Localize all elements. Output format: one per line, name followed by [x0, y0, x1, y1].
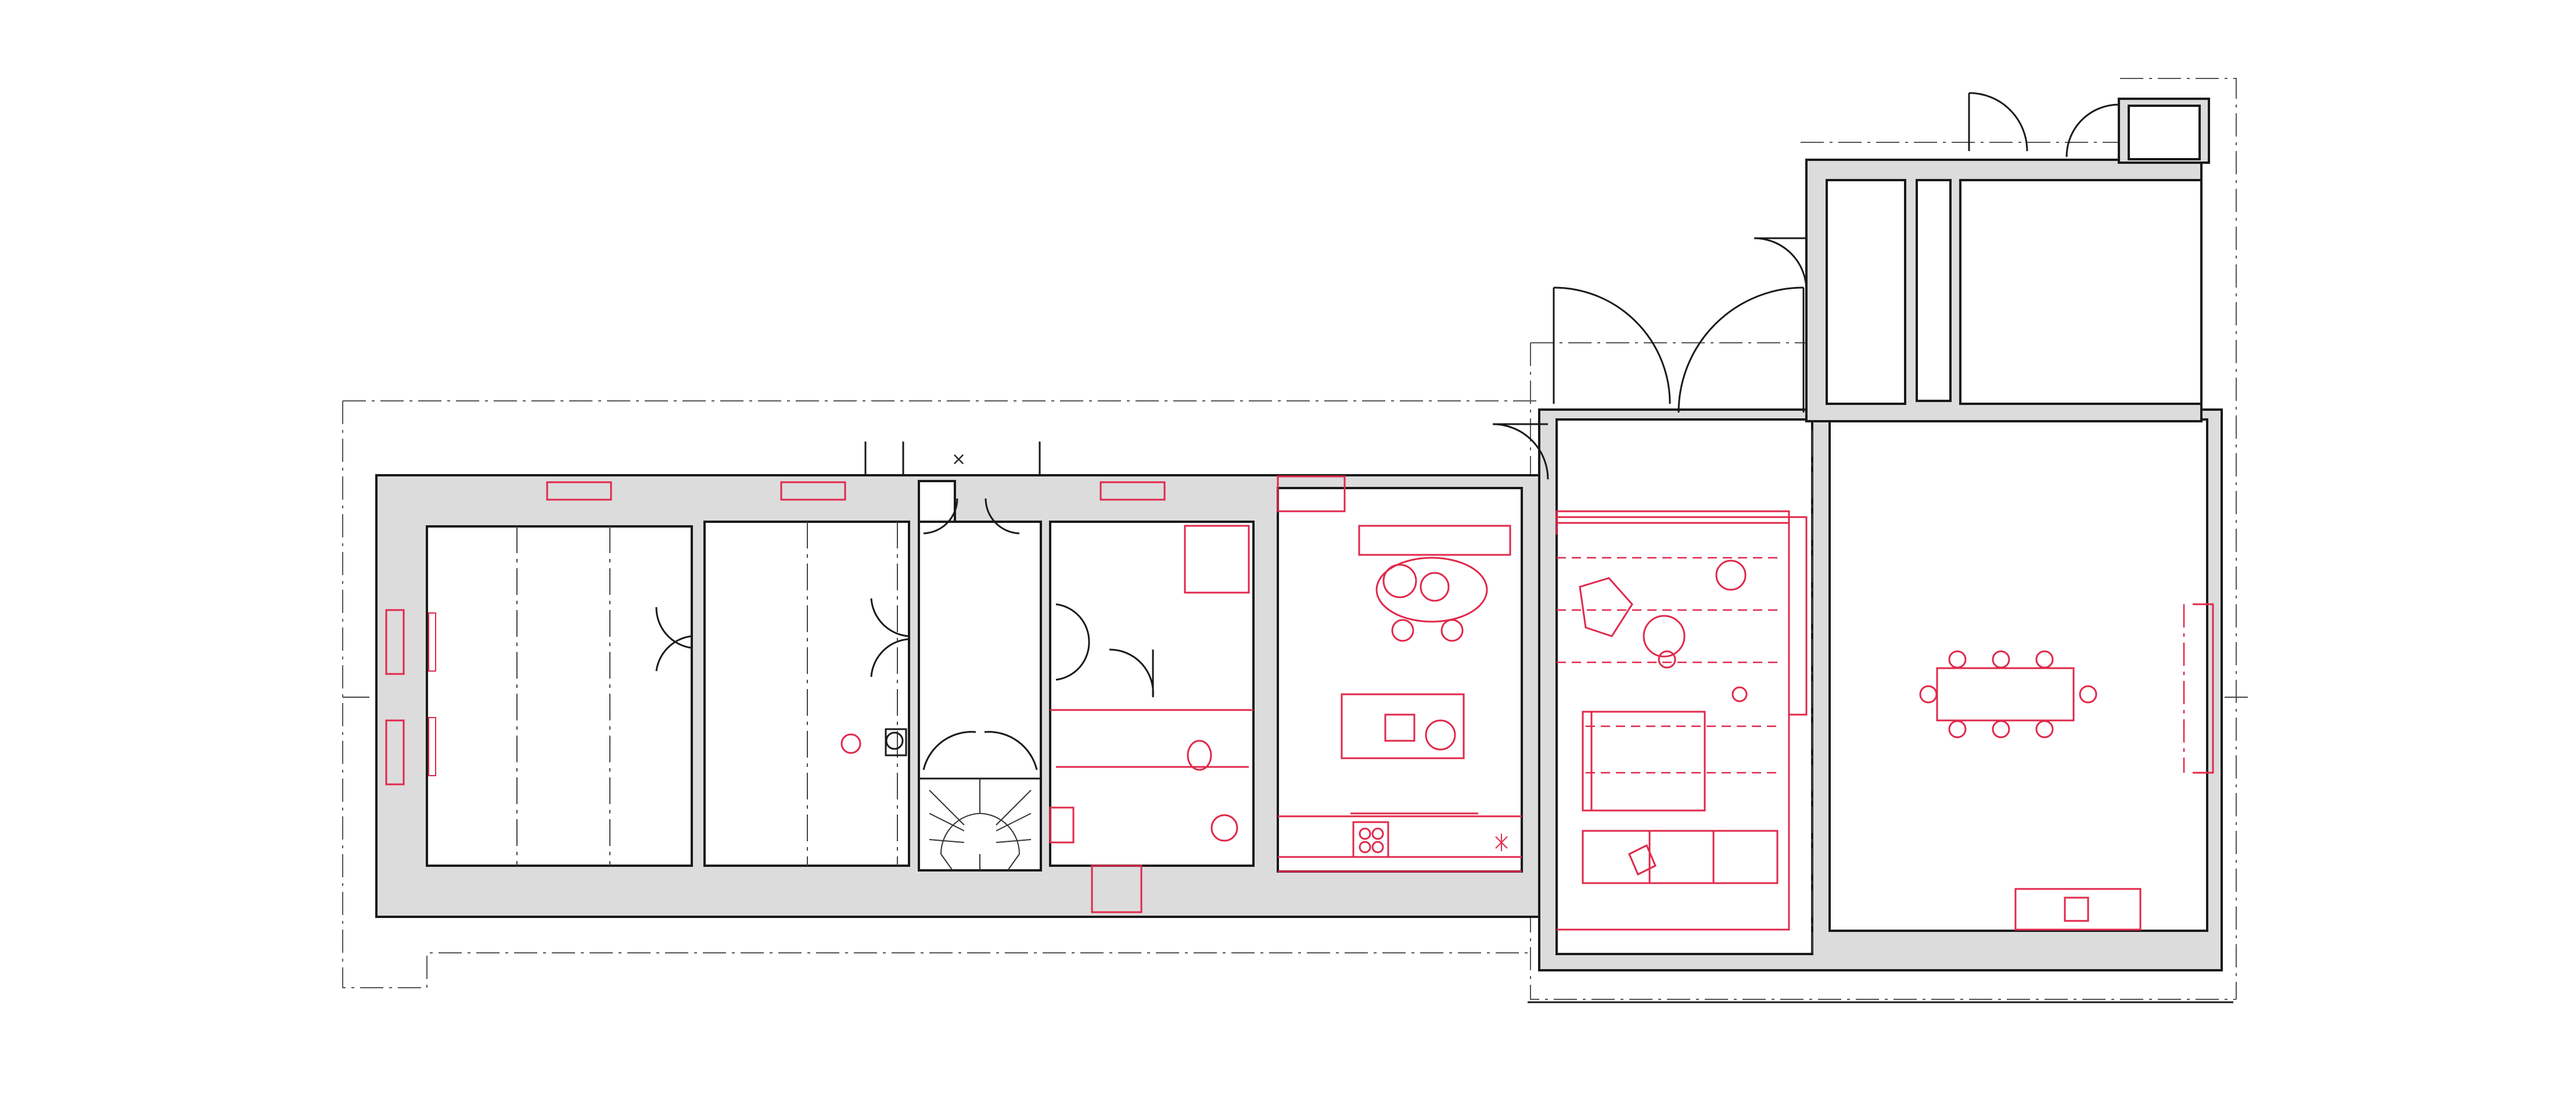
room-1	[426, 525, 693, 867]
misc-fixtures	[840, 728, 1478, 815]
room-bath	[1049, 521, 1255, 867]
entry-door-opening	[918, 480, 956, 523]
dining-room	[1828, 418, 2208, 932]
annex-room-1	[1826, 179, 1906, 405]
annex-top-void	[2128, 105, 2201, 160]
kitchen-fixtures	[1278, 525, 1522, 873]
room-kitchen	[1277, 487, 1523, 873]
spiral-stair	[918, 777, 1042, 872]
annex-room-2	[1959, 179, 2203, 405]
annotation-mark: ×	[951, 449, 967, 469]
annex-gap	[1916, 179, 1952, 402]
living-room	[1555, 418, 1813, 955]
window-frames	[385, 475, 2214, 786]
existing-doors	[655, 92, 2119, 770]
right-wing-walls	[1538, 98, 2223, 971]
living-room-fixtures	[1555, 510, 1808, 931]
bathroom-fixtures	[1049, 525, 1253, 913]
dining-fixtures	[1919, 604, 2185, 931]
left-wing-walls	[375, 474, 1557, 918]
beam-lines	[516, 430, 1813, 953]
